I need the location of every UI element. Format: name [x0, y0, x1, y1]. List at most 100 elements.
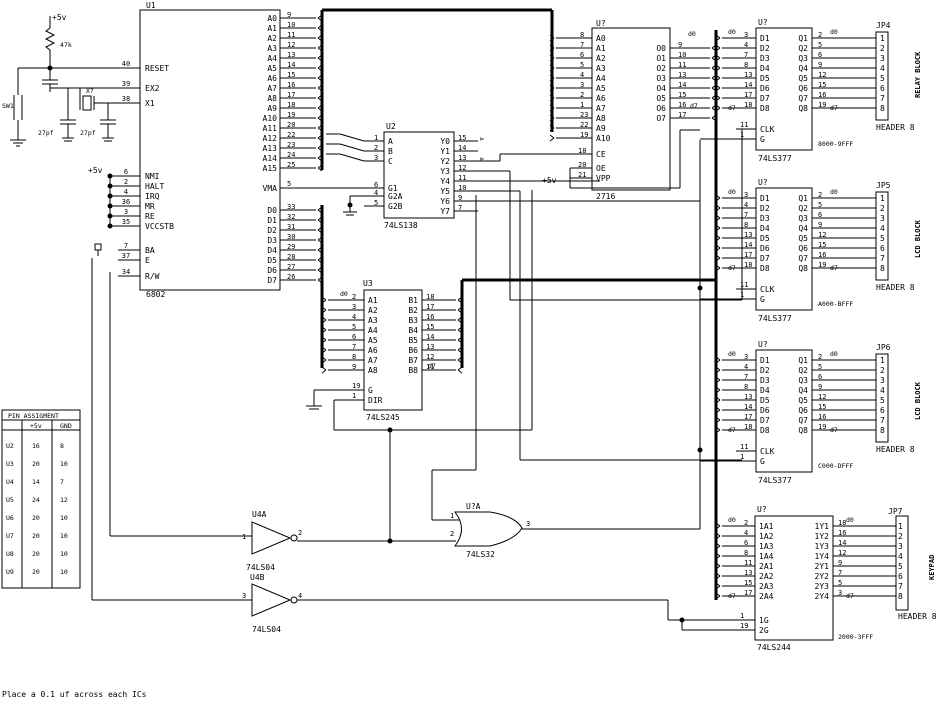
buffer-bus-entry	[321, 356, 327, 364]
latch-bus-entry	[715, 94, 721, 102]
cpu-addr-name: A10	[263, 114, 278, 123]
buffer-dir-name: DIR	[368, 396, 383, 405]
buffer-b-name: B2	[408, 306, 418, 315]
latch-q-name: Q7	[798, 416, 808, 425]
kb-a-name: 2A2	[759, 572, 774, 581]
latch-d-name: D3	[760, 376, 770, 385]
cpu-pin-name: VCCSTB	[145, 222, 174, 231]
no-connect: ⊳	[480, 155, 484, 163]
latch-bus-entry	[715, 386, 721, 394]
latch-d-num: 17	[744, 413, 752, 421]
latch-conn: JP6	[876, 343, 891, 352]
latch-q-name: Q8	[798, 104, 808, 113]
pin-table-title: PIN ASSIGMENT	[8, 412, 59, 420]
keypad-addr: 2000-3FFF	[838, 633, 873, 641]
latch-d-name: D5	[760, 234, 770, 243]
latch-d-name: D8	[760, 426, 770, 435]
net-d0: d0	[728, 350, 736, 358]
latch-d-name: D7	[760, 254, 770, 263]
cpu-vma-name: VMA	[263, 184, 278, 193]
pin-table-vcc: 24	[32, 496, 40, 504]
header-pin: 4	[880, 224, 885, 233]
buffer-b-num: 17	[426, 303, 434, 311]
header-body	[875, 31, 889, 121]
latch-d-name: D7	[760, 94, 770, 103]
eprom-a-name: A4	[596, 74, 606, 83]
latch-clk-name: CLK	[760, 285, 775, 294]
pin-table-h2: GND	[60, 422, 72, 430]
decoder-out-num: 14	[458, 144, 466, 152]
kb-y-name: 1Y1	[815, 522, 830, 531]
buffer-bus-entry	[457, 366, 463, 374]
data-bus-entry	[317, 256, 323, 264]
eprom-a-num: 7	[580, 41, 584, 49]
latch-g-name: G	[760, 457, 765, 466]
kb-a-num: 17	[744, 589, 752, 597]
kb-bus-entry	[715, 522, 721, 530]
kb-a-name: 1A1	[759, 522, 774, 531]
latch-q-name: Q6	[798, 406, 808, 415]
buffer-part: 74LS245	[366, 413, 400, 422]
cpu-addr-num: 10	[287, 21, 295, 29]
net-d0: d0	[728, 28, 736, 36]
buffer-b-num: 16	[426, 313, 434, 321]
data-bus-entry	[317, 276, 323, 284]
latch-d-num: 17	[744, 251, 752, 259]
decoder-in-name: G1	[388, 184, 398, 193]
kb-header-pin: 7	[898, 582, 903, 591]
pin-table-vcc: 20	[32, 460, 40, 468]
buffer-bus-entry	[457, 356, 463, 364]
decoder-out-num: 13	[458, 154, 466, 162]
addr-bus-entry	[317, 154, 323, 162]
pin-table-gnd: 12	[60, 496, 68, 504]
latch-ref: U?	[758, 18, 768, 27]
pin-table-gnd: 10	[60, 550, 68, 558]
kb-bus-entry	[715, 582, 721, 590]
latch-d-name: D4	[760, 386, 770, 395]
cpu-data-name: D0	[267, 206, 277, 215]
net-d7: d7	[830, 104, 838, 112]
latch-addr: 8000-9FFF	[818, 140, 853, 148]
buffer-bus-entry	[321, 316, 327, 324]
pin-table-ref: U6	[6, 514, 14, 522]
latch-addr: A000-BFFF	[818, 300, 853, 308]
inv-a-in: 1	[242, 533, 246, 541]
cpu-addr-name: A2	[267, 34, 277, 43]
latch-q-num: 15	[818, 81, 826, 89]
net-d0: d0	[830, 28, 838, 36]
header-pin: 2	[880, 204, 885, 213]
kb-a-name: 1A2	[759, 532, 774, 541]
pin-table-gnd: 10	[60, 514, 68, 522]
latch-d-num: 8	[744, 61, 748, 69]
kb-y-num: 3	[838, 589, 842, 597]
header-pin: 2	[880, 44, 885, 53]
latch-q-name: Q1	[798, 356, 808, 365]
latch-g-num: 1	[740, 453, 744, 461]
eprom-o-name: O0	[656, 44, 666, 53]
net-d0: d0	[830, 188, 838, 196]
net-d7: d7	[728, 592, 736, 600]
eprom-a-name: A3	[596, 64, 606, 73]
addr-bus-entry	[317, 24, 323, 32]
cpu-pin-name: E	[145, 256, 150, 265]
inverter-a	[251, 521, 292, 555]
latch-q-num: 19	[818, 101, 826, 109]
inv-a-ref: U4A	[252, 510, 267, 519]
decoder-out-num: 7	[458, 204, 462, 212]
eprom-a-name: A9	[596, 124, 606, 133]
latch-bus-entry	[715, 204, 721, 212]
buffer-bus-entry	[321, 296, 327, 304]
net-d0: d0	[728, 516, 736, 524]
eprom-a-name: A10	[596, 134, 611, 143]
cpu-addr-name: A5	[267, 64, 277, 73]
buffer-bus-entry	[457, 296, 463, 304]
cpu-pin-num: 4	[124, 188, 128, 196]
or-in1: 1	[450, 512, 454, 520]
data-bus-entry	[317, 226, 323, 234]
latch-bus-entry	[715, 104, 721, 112]
reset-resistor	[44, 27, 56, 68]
kb-a-num: 8	[744, 549, 748, 557]
latch-d-name: D2	[760, 44, 770, 53]
pin-table-gnd: 7	[60, 478, 64, 486]
eprom-o-num: 10	[678, 51, 686, 59]
